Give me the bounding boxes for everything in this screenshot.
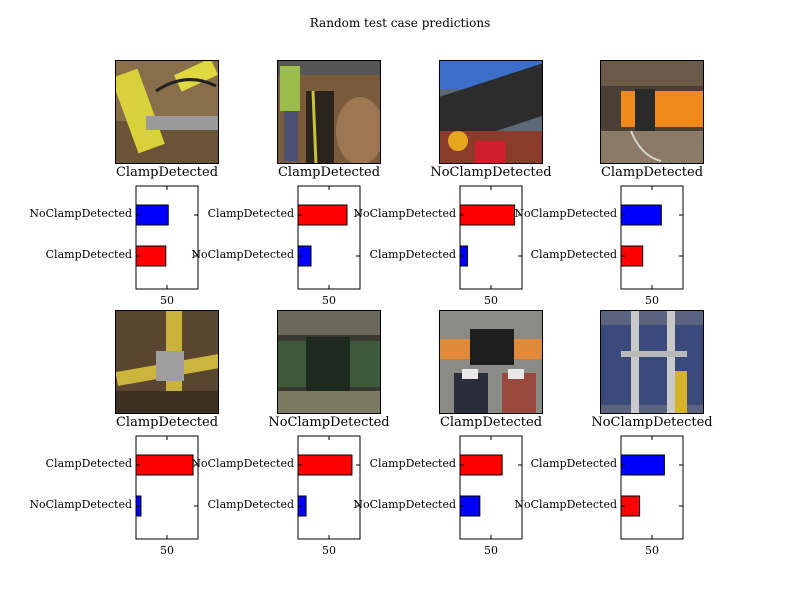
ytick-label: NoClampDetected: [514, 498, 617, 511]
prediction-label: NoClampDetected: [591, 415, 713, 430]
thumbnail-image: [277, 60, 381, 164]
thumbnail-image: [115, 60, 219, 164]
thumbnail-image: [600, 310, 704, 414]
thumbnail-image: [277, 310, 381, 414]
xtick-label: 50: [484, 544, 498, 557]
prediction-label: NoClampDetected: [430, 165, 552, 180]
ytick-label: ClampDetected: [530, 457, 617, 470]
xtick-label: 50: [484, 294, 498, 307]
ytick-label: NoClampDetected: [29, 498, 132, 511]
ytick-label: NoClampDetected: [191, 248, 294, 261]
ytick-label: ClampDetected: [207, 498, 294, 511]
ytick-label: ClampDetected: [45, 457, 132, 470]
axes-frame: [459, 185, 523, 290]
ytick-label: NoClampDetected: [29, 207, 132, 220]
figure-title: Random test case predictions: [309, 16, 491, 30]
axes-frame: [620, 185, 684, 290]
bar-chart: 50: [459, 185, 523, 307]
bar-chart: 50: [297, 185, 361, 307]
xtick-label: 50: [160, 294, 174, 307]
ytick-label: NoClampDetected: [353, 498, 456, 511]
bar-chart: 50: [459, 435, 523, 557]
ytick-label: NoClampDetected: [191, 457, 294, 470]
ytick-label: ClampDetected: [530, 248, 617, 261]
prediction-label: ClampDetected: [115, 165, 219, 180]
xtick-label: 50: [160, 544, 174, 557]
prediction-label: ClampDetected: [115, 415, 219, 430]
bar-NoClampDetected: [620, 204, 662, 226]
bar-chart: 50: [297, 435, 361, 557]
thumbnail-image: [439, 310, 543, 414]
bar-chart: 50: [620, 435, 684, 557]
thumbnail-image: [439, 60, 543, 164]
xtick-label: 50: [645, 294, 659, 307]
ytick-label: ClampDetected: [45, 248, 132, 261]
prediction-label: ClampDetected: [277, 165, 381, 180]
thumbnail-image: [600, 60, 704, 164]
ytick-label: ClampDetected: [207, 207, 294, 220]
bar-chart: 50: [620, 185, 684, 307]
bar-chart: 50: [135, 185, 199, 307]
bar-chart: 50: [135, 435, 199, 557]
axes-frame: [135, 185, 199, 290]
ytick-label: ClampDetected: [369, 248, 456, 261]
ytick-label: ClampDetected: [369, 457, 456, 470]
prediction-label: ClampDetected: [439, 415, 543, 430]
thumbnail-image: [115, 310, 219, 414]
ytick-label: NoClampDetected: [353, 207, 456, 220]
prediction-label: ClampDetected: [600, 165, 704, 180]
xtick-label: 50: [322, 294, 336, 307]
ytick-label: NoClampDetected: [514, 207, 617, 220]
axes-frame: [620, 435, 684, 540]
axes-frame: [297, 185, 361, 290]
xtick-label: 50: [645, 544, 659, 557]
axes-frame: [459, 435, 523, 540]
axes-frame: [297, 435, 361, 540]
xtick-label: 50: [322, 544, 336, 557]
axes-frame: [135, 435, 199, 540]
bar-ClampDetected: [620, 454, 665, 476]
prediction-label: NoClampDetected: [268, 415, 390, 430]
